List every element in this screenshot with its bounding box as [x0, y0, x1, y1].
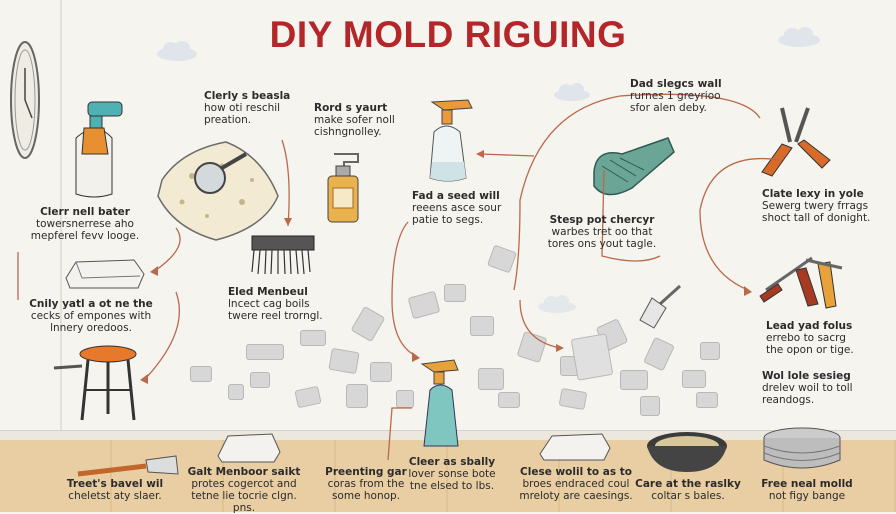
folded-towel-icon [65, 259, 145, 289]
caption-step-7: Clate lexy in yole Sewerg twery frrags s… [762, 188, 871, 224]
caption-step-1: Clerly s beasla how oti reschil preation… [204, 90, 291, 126]
stacked-plates-icon [763, 427, 841, 469]
folded-cloth-floor-icon [539, 433, 611, 461]
wall-corner [60, 0, 62, 440]
caption-floor-2: Galt Menboor saikt protes cogercot and t… [187, 466, 301, 514]
scraper-tools-icon [759, 256, 843, 309]
page-title: DIY MOLD RIGUING [269, 14, 627, 55]
caption-step-2: Rord s yaurt make sofer noll cishngnolle… [314, 102, 395, 138]
caption-step-5: Fad a seed will reeens asce sour patie t… [412, 190, 502, 226]
wire-brush-icon [251, 235, 315, 275]
caption-step-8: Cnily yatl a ot ne the cecks of empones … [29, 298, 153, 334]
scrub-brush-icon [593, 137, 675, 196]
mold-bowl-icon [647, 432, 727, 472]
towel-floor-icon [217, 433, 281, 463]
caption-floor-4: Cleer as sbally lover sonse bote tne els… [408, 456, 496, 492]
caption-step-3: Dad slegcs wall rurnes 1 greyrioo sfor a… [630, 78, 722, 114]
stool-icon [53, 345, 137, 421]
glass-spray-bottle-icon [429, 99, 473, 182]
cloud-icon [538, 295, 576, 313]
wooden-floor [0, 440, 896, 512]
cloud-icon [157, 41, 197, 61]
caption-floor-7: Free neal molld not figy bange [761, 478, 853, 502]
cleaner-bottle-icon [327, 153, 359, 223]
cloud-icon [554, 83, 590, 101]
mold-pillow-icon [157, 141, 279, 241]
caption-floor-6: Care at the raslky coltar s bales. [635, 478, 741, 502]
cloud-icon [778, 27, 820, 47]
spray-bottle-icon [75, 101, 123, 198]
wall-clock-icon [10, 41, 40, 159]
caption-step-9: Eled Menbeul lncect cag boils twere reel… [228, 286, 323, 322]
caption-step-6: Stesp pot chercyr warbes tret oo that to… [547, 214, 657, 250]
caption-floor-5: Clese wolil to as to broes endraced coul… [519, 466, 633, 502]
spatula-icon [639, 284, 682, 329]
caption-step-4: Clerr nell bater towersnerrese aho mepfe… [30, 206, 140, 242]
caption-floor-3: Preenting gar coras from the some honop. [325, 466, 407, 502]
caption-step-10: Lead yad folus errebo to sacrg the opon … [766, 320, 854, 356]
scraper-tool-floor-icon [77, 455, 179, 477]
teal-spray-bottle-icon [420, 359, 459, 447]
caption-step-11: Wol lole sesieg drelev woil to toll rean… [762, 370, 853, 406]
caption-floor-1: Treet's bavel wil cheletst aty slaer. [66, 478, 164, 502]
